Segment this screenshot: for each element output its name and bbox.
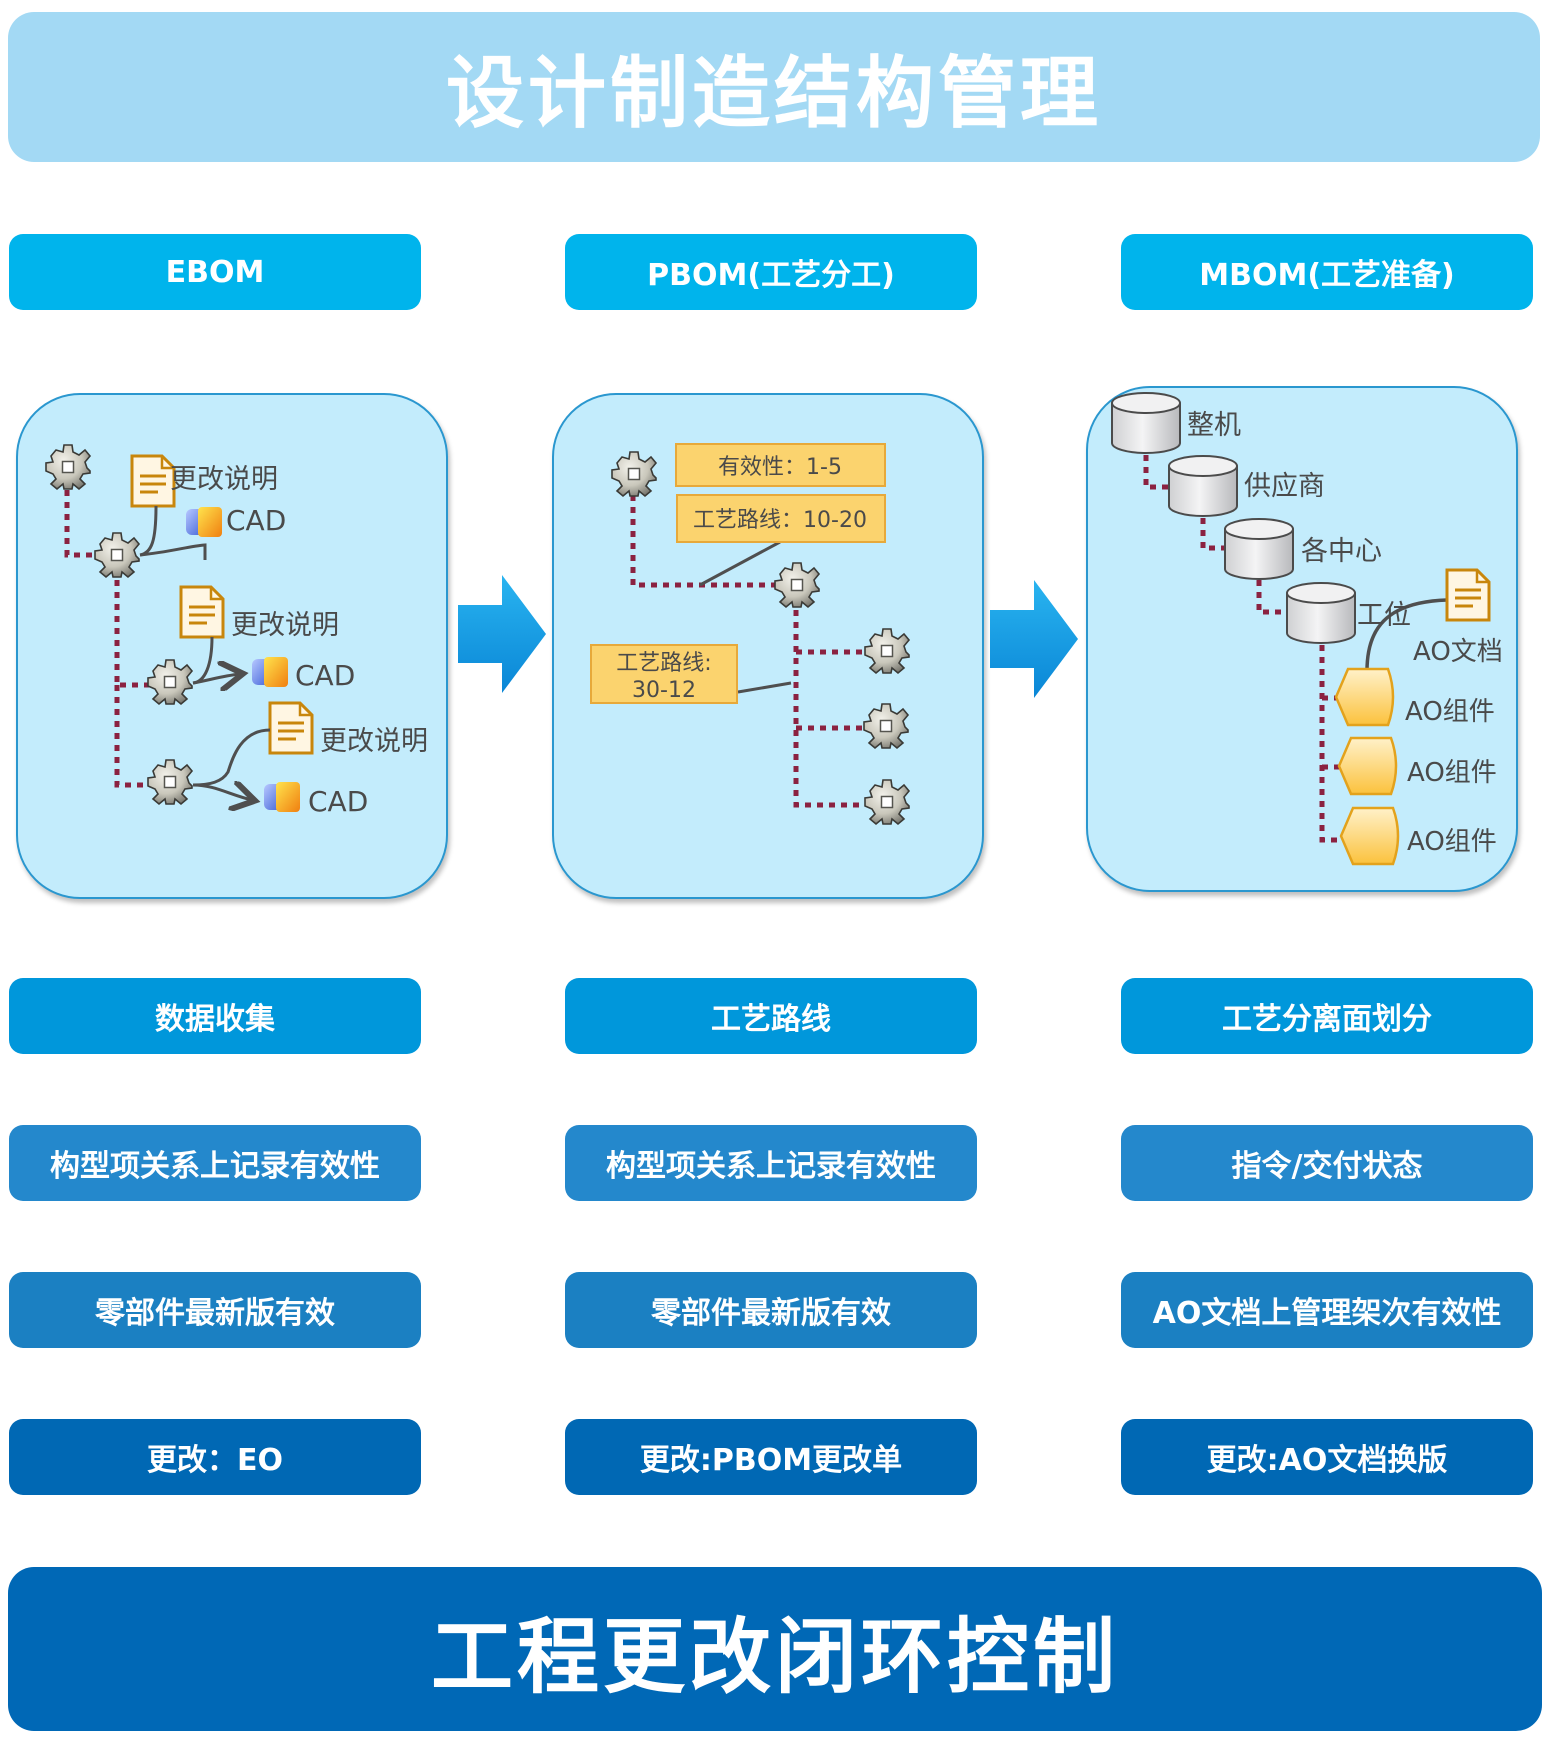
feature-label: 零部件最新版有效 [95, 1296, 335, 1331]
ebom-feature-3: 零部件最新版有效 [9, 1272, 421, 1348]
pbom-panel [552, 393, 984, 899]
feature-label: 工艺路线 [711, 1002, 831, 1037]
flow-arrow-icon [990, 580, 1078, 698]
ebom-panel [16, 393, 448, 899]
feature-label: 构型项关系上记录有效性 [606, 1149, 936, 1184]
feature-label: 数据收集 [155, 1002, 275, 1037]
pbom-change-method: 更改:PBOM更改单 [565, 1419, 977, 1495]
feature-label: 更改:AO文档换版 [1206, 1443, 1448, 1478]
mbom-change-method: 更改:AO文档换版 [1121, 1419, 1533, 1495]
mbom-feature-2: 指令/交付状态 [1121, 1125, 1533, 1201]
feature-label: 零部件最新版有效 [651, 1296, 891, 1331]
heading-ebom: EBOM [9, 234, 421, 310]
header-banner: 设计制造结构管理 [8, 12, 1540, 162]
mbom-feature-3: AO文档上管理架次有效性 [1121, 1272, 1533, 1348]
pbom-feature-1: 工艺路线 [565, 978, 977, 1054]
feature-label: 指令/交付状态 [1231, 1149, 1423, 1184]
feature-label: 工艺分离面划分 [1222, 1002, 1432, 1037]
footer-title: 工程更改闭环控制 [430, 1609, 1119, 1705]
heading-pbom-label: PBOM(工艺分工) [647, 258, 895, 293]
heading-mbom-label: MBOM(工艺准备) [1199, 258, 1455, 293]
feature-label: 构型项关系上记录有效性 [50, 1149, 380, 1184]
flow-arrow-icon [458, 575, 546, 693]
ebom-feature-2: 构型项关系上记录有效性 [9, 1125, 421, 1201]
ebom-feature-1: 数据收集 [9, 978, 421, 1054]
pbom-feature-3: 零部件最新版有效 [565, 1272, 977, 1348]
ebom-change-method: 更改：EO [9, 1419, 421, 1495]
feature-label: 更改：EO [147, 1443, 283, 1478]
page-title: 设计制造结构管理 [445, 49, 1102, 139]
heading-mbom: MBOM(工艺准备) [1121, 234, 1533, 310]
feature-label: 更改:PBOM更改单 [639, 1443, 903, 1478]
heading-pbom: PBOM(工艺分工) [565, 234, 977, 310]
feature-label: AO文档上管理架次有效性 [1152, 1296, 1502, 1331]
footer-banner: 工程更改闭环控制 [8, 1567, 1542, 1731]
heading-ebom-label: EBOM [165, 254, 265, 290]
mbom-feature-1: 工艺分离面划分 [1121, 978, 1533, 1054]
pbom-feature-2: 构型项关系上记录有效性 [565, 1125, 977, 1201]
mbom-panel [1086, 386, 1518, 892]
